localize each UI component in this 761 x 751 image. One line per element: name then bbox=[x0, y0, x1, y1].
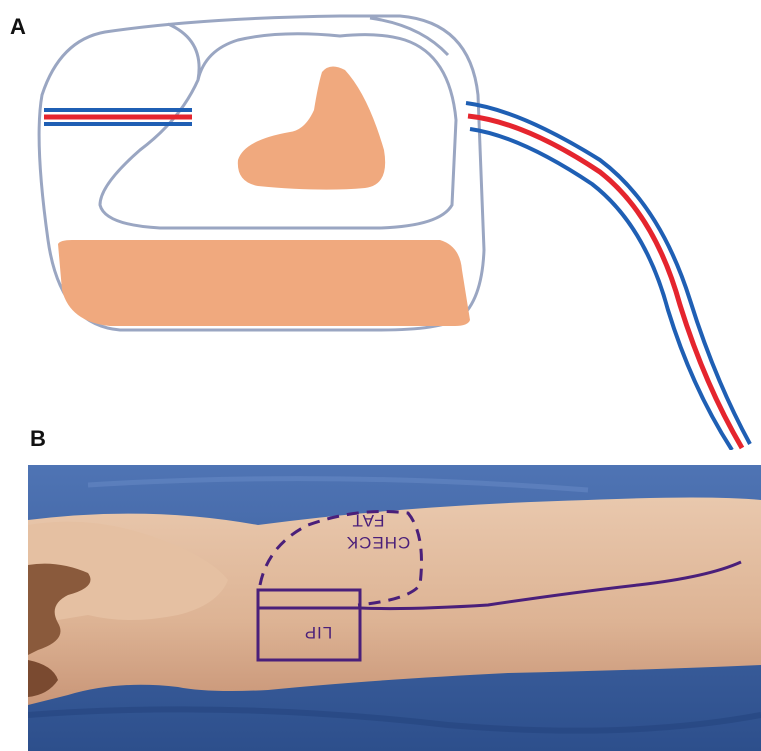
flap-schematic-diagram bbox=[0, 0, 761, 450]
forearm-photo: CHECK FAT LIP bbox=[28, 465, 761, 751]
check-marking-text: CHECK bbox=[346, 533, 411, 552]
fat-marking-text: FAT bbox=[352, 511, 385, 530]
vascular-pedicle bbox=[466, 103, 750, 450]
upper-fat-island bbox=[238, 66, 385, 189]
panel-b-label: B bbox=[30, 426, 46, 452]
lip-marking-text: LIP bbox=[304, 623, 333, 642]
lower-fat-band bbox=[58, 240, 470, 326]
